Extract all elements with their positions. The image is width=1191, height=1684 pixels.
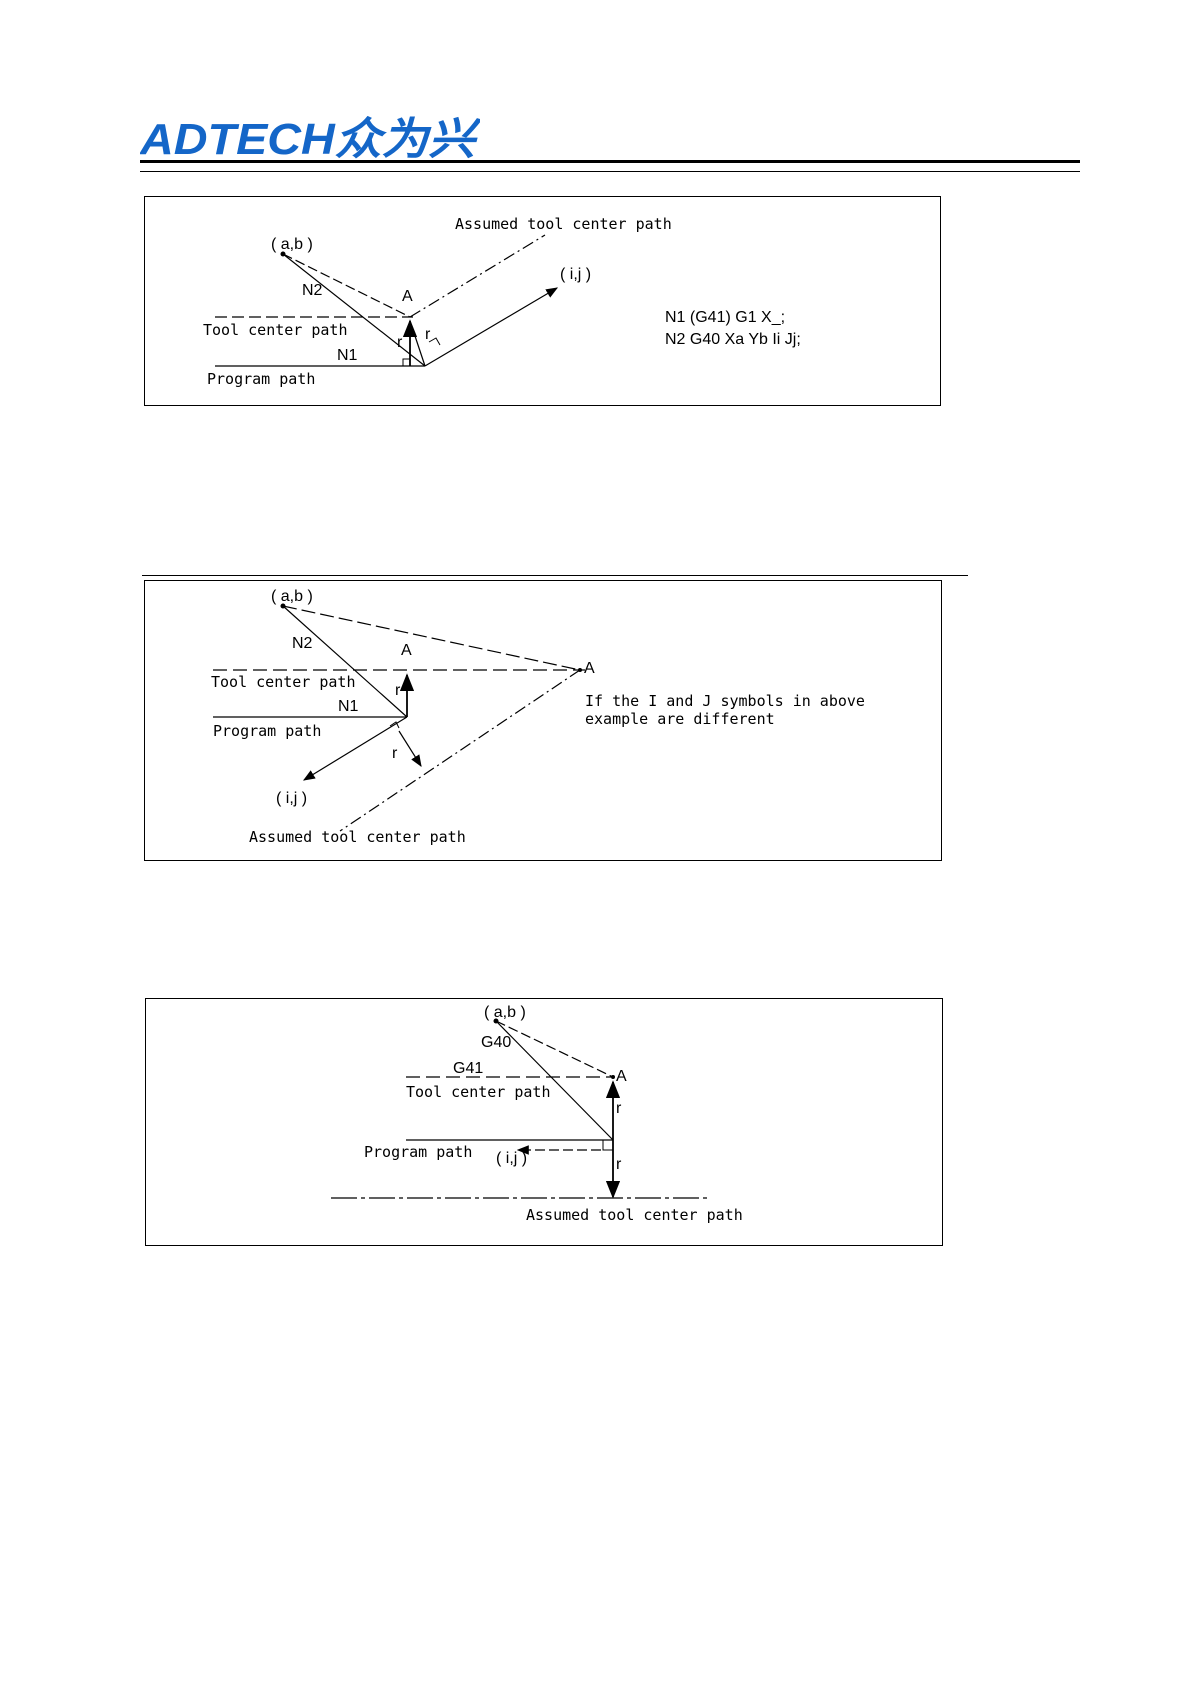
ab-to-a-line xyxy=(282,253,411,318)
ab-to-a-line xyxy=(495,1020,614,1078)
label-n2: N2 xyxy=(292,635,313,652)
label-n2: N2 xyxy=(302,282,323,299)
label-g41: G41 xyxy=(453,1060,483,1077)
point-ab xyxy=(280,251,286,257)
header-rule-thin xyxy=(140,171,1080,172)
point-ab xyxy=(280,603,286,609)
n2-line xyxy=(282,605,408,718)
label-ab: ( a,b ) xyxy=(484,1004,526,1021)
r-perpendicular-arrow xyxy=(398,730,422,768)
label-ij: ( i,j ) xyxy=(276,790,307,807)
label-r: r xyxy=(392,745,398,762)
section-rule xyxy=(142,575,968,576)
label-n1: N1 xyxy=(338,698,359,715)
ij-direction-arrow xyxy=(302,716,408,781)
point-a-far xyxy=(578,668,582,672)
label-tool-center-path: Tool center path xyxy=(203,321,348,339)
assumed-path-line xyxy=(339,669,581,832)
label-program-path: Program path xyxy=(207,370,315,388)
label-program-path: Program path xyxy=(364,1143,472,1161)
label-assumed-path: Assumed tool center path xyxy=(526,1206,743,1224)
label-a: A xyxy=(402,288,413,305)
label-ij: ( i,j ) xyxy=(560,266,591,283)
label-program-path: Program path xyxy=(213,722,321,740)
logo-text: ADTECH众为兴 xyxy=(140,116,480,162)
label-g40: G40 xyxy=(481,1034,511,1051)
label-r: r xyxy=(616,1100,622,1117)
label-tool-center-path: Tool center path xyxy=(406,1083,551,1101)
label-tool-center-path: Tool center path xyxy=(211,673,356,691)
label-r: r xyxy=(397,334,403,351)
note-line-2: example are different xyxy=(585,710,775,728)
label-a: A xyxy=(401,642,412,659)
label-assumed-path: Assumed tool center path xyxy=(249,828,466,846)
adtech-logo: ADTECH众为兴 xyxy=(140,116,480,162)
code-line-1: N1 (G41) G1 X_; xyxy=(665,309,785,326)
label-r: r xyxy=(616,1156,622,1173)
figure-3-reverse-ij: ( a,b ) G40 G41 A Tool center path r Pro… xyxy=(145,998,943,1246)
point-ab xyxy=(493,1018,499,1024)
label-assumed-path: Assumed tool center path xyxy=(455,215,672,233)
header-rule-thick xyxy=(140,160,1080,163)
g40-line xyxy=(495,1020,614,1141)
ij-direction-arrow xyxy=(424,287,559,367)
label-n1: N1 xyxy=(337,347,358,364)
label-r: r xyxy=(425,326,431,343)
label-r: r xyxy=(395,682,401,699)
label-ij: ( i,j ) xyxy=(496,1150,527,1167)
right-angle-mark xyxy=(402,358,410,366)
right-angle-mark xyxy=(389,721,400,729)
figure-2-different-ij: ( a,b ) N2 A A Tool center path r N1 Pro… xyxy=(144,580,942,861)
point-a xyxy=(611,1075,615,1079)
label-ab: ( a,b ) xyxy=(271,588,313,605)
r-perpendicular-line xyxy=(409,320,426,367)
figure-1-tool-offset-cancel: ( a,b ) Assumed tool center path ( i,j )… xyxy=(144,196,941,406)
ab-to-a-line xyxy=(282,605,581,671)
label-ab: ( a,b ) xyxy=(271,236,313,253)
label-a: A xyxy=(616,1068,627,1085)
note-line-1: If the I and J symbols in above xyxy=(585,692,865,710)
right-angle-mark xyxy=(428,337,441,346)
right-angle-mark xyxy=(602,1140,613,1151)
label-a-far: A xyxy=(584,660,595,677)
code-line-2: N2 G40 Xa Yb Ii Jj; xyxy=(665,331,801,348)
assumed-path-line xyxy=(409,234,546,318)
n2-line xyxy=(282,253,426,367)
